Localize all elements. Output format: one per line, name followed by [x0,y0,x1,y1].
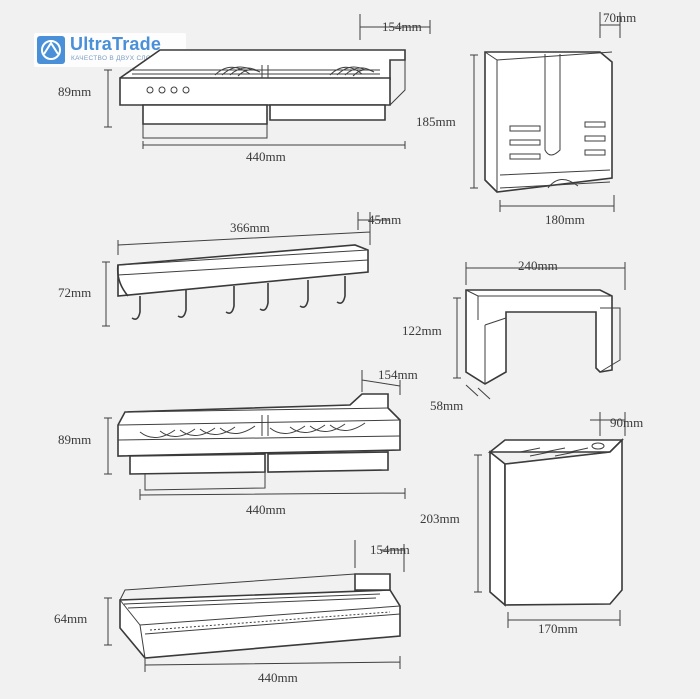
logo-mark-icon [37,36,65,64]
dim-depth-label: 154mm [382,19,422,34]
dim-width-label: 440mm [246,149,286,164]
dim-height-label: 89mm [58,84,91,99]
rack-top-drawing: 89mm 154mm 440mm [58,14,431,164]
logo-tagline: КАЧЕСТВО В ДВУХ СЛОВАХ [71,55,165,62]
board-holder-drawing: 240mm 122mm 58mm [402,258,626,413]
dim-width-label: 440mm [258,670,298,685]
hook-rail-drawing: 366mm 45mm 72mm [58,212,401,327]
dim-height-label: 72mm [58,285,91,300]
knife-block-drawing: 203mm 90mm 170mm [420,412,643,636]
dim-height-label: 185mm [416,114,456,129]
dim-depth-label: 45mm [368,212,401,227]
dim-width-label: 170mm [538,621,578,636]
dim-height-label: 64mm [54,611,87,626]
dim-width-label: 180mm [545,212,585,227]
dim-width-label: 366mm [230,220,270,235]
rack-middle-drawing: 89mm 154mm 440mm [58,367,418,517]
dim-width-label: 240mm [518,258,558,273]
dim-height-label: 122mm [402,323,442,338]
shelf-bottom-drawing: 64mm 154mm 440mm [54,540,410,685]
tissue-holder-drawing: 185mm 70mm 180mm [416,10,636,227]
dim-depth-label: 58mm [430,398,463,413]
logo-brand-name: UltraTrade [70,34,162,54]
dim-depth-label: 90mm [610,415,643,430]
dim-depth-label: 70mm [603,10,636,25]
dim-width-label: 440mm [246,502,286,517]
dim-height-label: 203mm [420,511,460,526]
dim-depth-label: 154mm [378,367,418,382]
dim-depth-label: 154mm [370,542,410,557]
dim-height-label: 89mm [58,432,91,447]
